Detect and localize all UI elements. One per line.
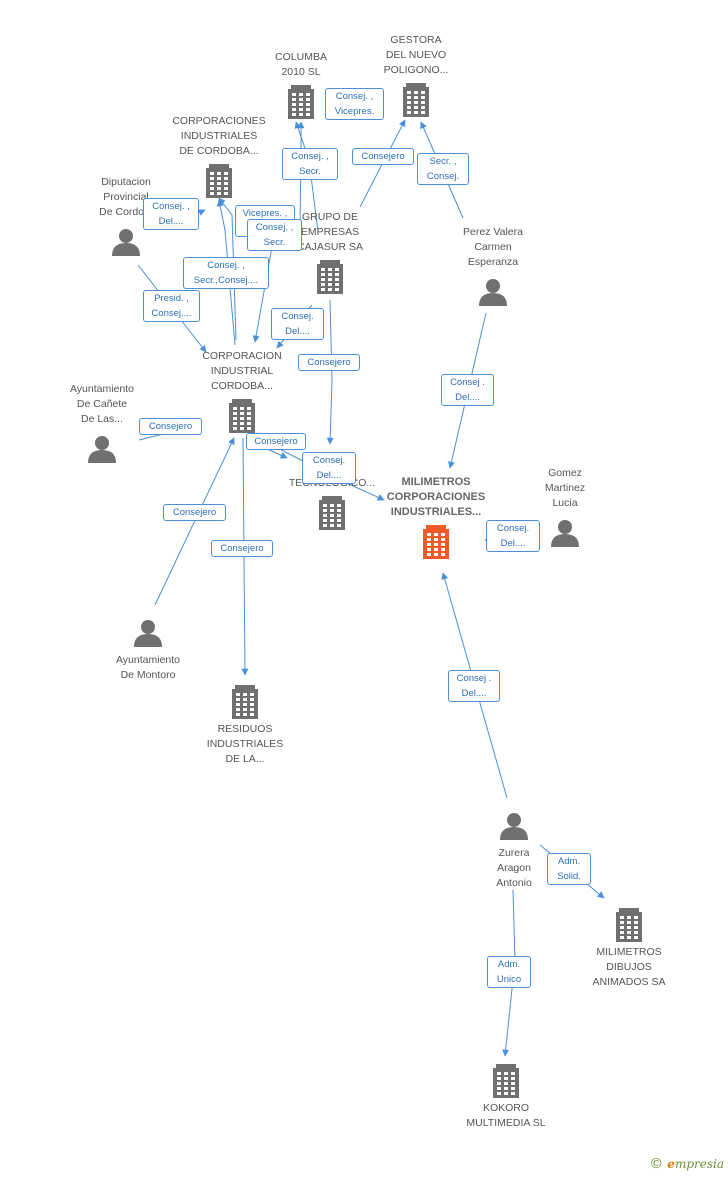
building-icon [229,399,255,433]
node-label-ayto_canete[interactable]: Ayuntamiento De Cañete De Las... [69,383,134,425]
node-label-corp_ind_cordoba[interactable]: CORPORACIONES INDUSTRIALES DE CORDOBA... [172,115,266,157]
person-icon [500,813,528,840]
edge-label-ayto_canete-to-corp_industrial[interactable]: Consejero [139,418,202,435]
person-icon [551,520,579,547]
brand-logo-text: mpresia [674,1157,724,1171]
node-label-gomez[interactable]: Gomez Martinez Lucia [544,467,586,509]
node-label-milimetros_corp[interactable]: MILIMETROS CORPORACIONES INDUSTRIALES... [386,476,486,518]
node-label-gestora[interactable]: GESTORA DEL NUEVO POLIGONO... [383,34,449,76]
building-icon [288,85,314,119]
node-label-kokoro[interactable]: KOKORO MULTIMEDIA SL [466,1102,546,1129]
brand-footer[interactable]: ©empresia [649,1156,724,1172]
edge-label-perez_valera-to-gestora[interactable]: Secr. , Consej. [417,153,469,185]
edge-label-corp_ind_cordoba-to-corp_industrial[interactable]: Consej. , Secr.,Consej.... [183,257,269,289]
building-icon [423,525,449,559]
edge-label-grupo_cajasur-to-columba[interactable]: Consej. , Secr. [282,148,338,180]
copyright-icon: © [649,1156,664,1172]
edge-label-corp_industrial-to-milimetros_corp[interactable]: Consej. Del.... [302,452,356,484]
building-icon [319,496,345,530]
edge-grupo_cajasur-to-parque [326,299,334,445]
edge-label-corp_industrial-to-columba[interactable]: Consej. , Vicepres. [325,88,384,120]
edge-label-zurera-to-milimetros_dibujos[interactable]: Adm. Solid. [547,853,591,885]
building-icon [206,164,232,198]
node-label-perez_valera[interactable]: Perez Valera Carmen Esperanza [463,226,523,268]
edge-label-diputacion-to-corp_ind_cordoba[interactable]: Consej. , Del.... [143,198,199,230]
edge-label-zurera-to-milimetros_corp[interactable]: Consej . Del.... [448,670,500,702]
edge-label-corp_industrial-to-residuos[interactable]: Consejero [211,540,273,557]
building-icon [493,1064,519,1098]
node-label-columba[interactable]: COLUMBA 2010 SL [275,51,327,78]
person-icon [88,436,116,463]
node-label-zurera[interactable]: Zurera Aragon Antonio [496,847,532,889]
edge-label-grupo_cajasur-to-parque[interactable]: Consejero [298,354,360,371]
building-icon [232,685,258,719]
person-icon [112,229,140,256]
edge-label-zurera-to-kokoro[interactable]: Adm. Unico [487,956,531,988]
edge-label-grupo_cajasur-to-corp_industrial[interactable]: Consej. Del.... [271,308,324,340]
building-icon [403,83,429,117]
node-label-ayto_montoro[interactable]: Ayuntamiento De Montoro [115,654,180,681]
edge-label-diputacion-to-corp_industrial[interactable]: Presid. , Consej.... [143,290,200,322]
node-label-grupo_cajasur[interactable]: GRUPO DE EMPRESAS CAJASUR SA [297,211,363,253]
edge-label-grupo_cajasur-to-corp_industrial[interactable]: Consej. , Secr. [247,219,302,251]
edge-ayto_montoro-to-corp_industrial [154,437,235,606]
edge-label-grupo_cajasur-to-gestora[interactable]: Consejero [352,148,414,165]
edge-label-ayto_montoro-to-corp_industrial[interactable]: Consejero [163,504,226,521]
edge-label-perez_valera-to-milimetros_corp[interactable]: Consej . Del.... [441,374,494,406]
building-icon [616,908,642,942]
building-icon [317,260,343,294]
edge-label-corp_industrial-to-parque[interactable]: Consejero [246,433,306,450]
node-label-corp_industrial[interactable]: CORPORACION INDUSTRIAL CORDOBA... [202,350,282,392]
node-label-residuos[interactable]: RESIDUOS INDUSTRIALES DE LA... [206,723,284,765]
person-icon [134,620,162,647]
edge-label-gomez-to-milimetros_corp[interactable]: Consej. Del.... [486,520,540,552]
person-icon [479,279,507,306]
brand-logo-e: e [667,1157,675,1171]
edge-corp_ind_cordoba-to-corp_industrial [216,199,236,346]
node-label-milimetros_dibujos[interactable]: MILIMETROS DIBUJOS ANIMADOS SA [592,946,666,988]
